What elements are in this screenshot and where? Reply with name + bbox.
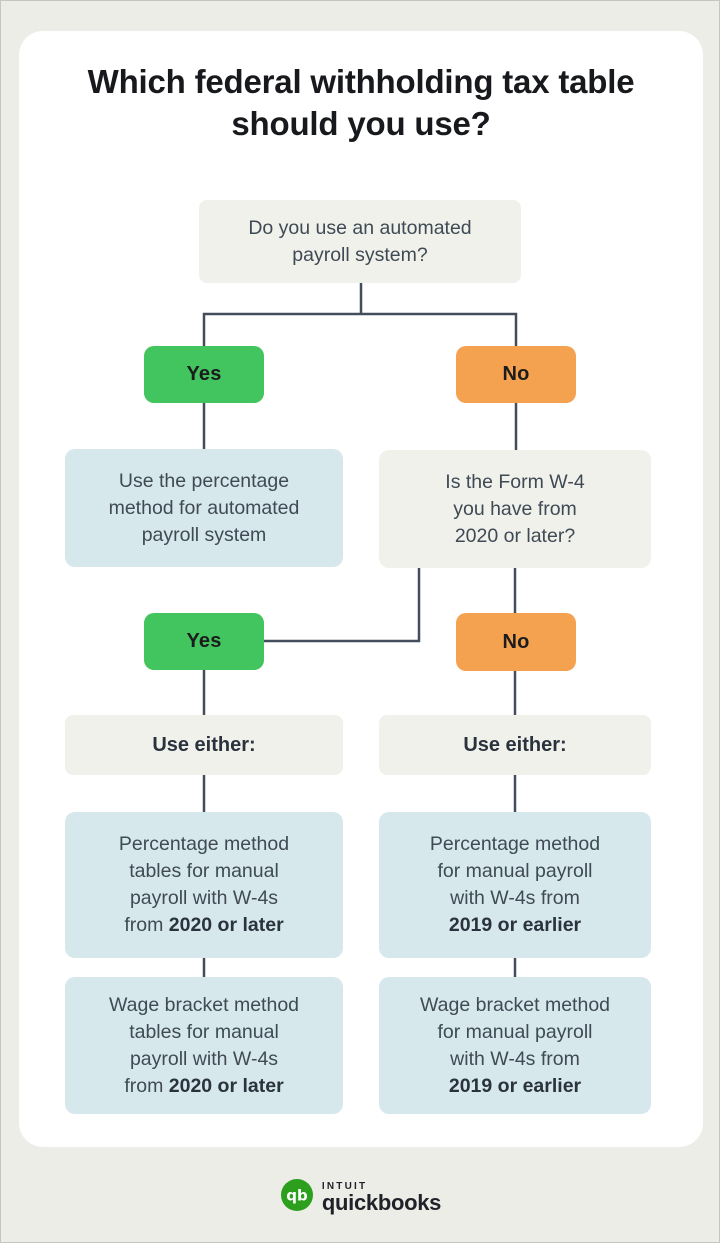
yes-pill-w4: Yes: [144, 613, 264, 670]
node-wage-bracket-new: Wage bracket method tables for manual pa…: [65, 977, 343, 1114]
node-percentage-method-old: Percentage method for manual payroll wit…: [379, 812, 651, 958]
node-text-line: Percentage method: [118, 833, 290, 855]
node-question-automated: Do you use an automated payroll system?: [199, 200, 521, 283]
node-text-line: Percentage method: [429, 833, 601, 855]
node-text-line: payroll system?: [292, 243, 428, 266]
node-question-w4: Is the Form W-4 you have from 2020 or la…: [379, 450, 651, 568]
node-text-line: Wage bracket method: [108, 993, 300, 1016]
node-text-line: tables for manual: [129, 1020, 279, 1043]
node-text-line: Do you use an automated: [248, 216, 472, 239]
edge-q1-split: [202, 312, 518, 346]
node-text-line: payroll with W-4s: [129, 1047, 279, 1070]
node-text-line: 2020 or later?: [454, 524, 576, 547]
node-text-line: Use the percentage: [118, 469, 290, 492]
qb-monogram: qb: [286, 1187, 308, 1205]
quickbooks-logo-icon: qb: [280, 1179, 313, 1211]
node-text-line: payroll with W-4s: [129, 887, 279, 909]
no-pill-w4: No: [456, 613, 576, 671]
no-pill-automated: No: [456, 346, 576, 403]
brand-footer: qb INTUIT quickbooks: [1, 1179, 719, 1215]
bold-year-text: 2019 or earlier: [448, 1074, 582, 1097]
yes-pill-automated: Yes: [144, 346, 264, 403]
page-title: Which federal withholding tax table shou…: [87, 63, 635, 142]
node-wage-bracket-old: Wage bracket method for manual payroll w…: [379, 977, 651, 1114]
node-text-line: payroll system: [141, 523, 267, 546]
bold-year-text: 2020 or later: [168, 914, 284, 936]
edge-q2-yes2-elbow: [264, 567, 421, 643]
bold-year-text: 2019 or earlier: [448, 914, 582, 936]
node-text-line: with W-4s from: [450, 1047, 580, 1070]
use-either-right-header: Use either:: [379, 715, 651, 775]
node-result-automated: Use the percentage method for automated …: [65, 449, 343, 567]
brand-wordmark: INTUIT quickbooks: [321, 1179, 442, 1215]
node-text-line: for manual payroll: [437, 860, 593, 882]
node-text-line: Is the Form W-4: [445, 470, 585, 493]
node-text-line: for manual payroll: [437, 1020, 593, 1043]
quickbooks-wordmark: quickbooks: [321, 1190, 442, 1215]
use-either-left-header: Use either:: [65, 715, 343, 775]
node-text-line: you have from: [453, 497, 577, 520]
node-percentage-method-new: Percentage method tables for manual payr…: [65, 812, 343, 958]
node-text-line: from 2020 or later: [124, 914, 284, 936]
intuit-wordmark: INTUIT: [321, 1181, 368, 1192]
bold-year-text: 2020 or later: [168, 1074, 284, 1097]
node-text-line: with W-4s from: [450, 887, 580, 909]
node-text-line: method for automated: [108, 496, 300, 519]
node-text-line: from 2020 or later: [124, 1074, 284, 1097]
node-text-line: tables for manual: [129, 860, 279, 882]
node-text-line: Wage bracket method: [419, 993, 611, 1016]
